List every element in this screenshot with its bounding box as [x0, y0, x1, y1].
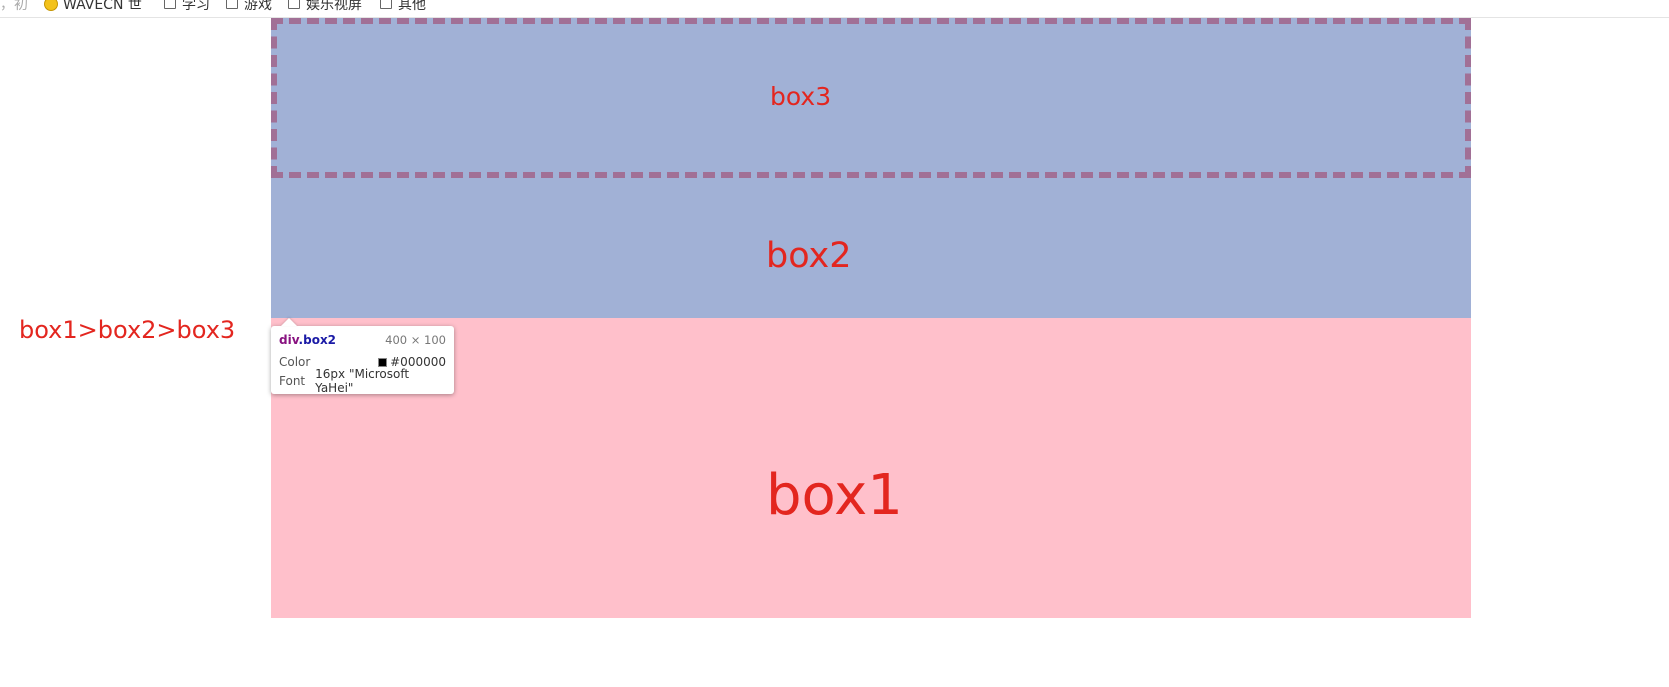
selector-class: .box2	[298, 333, 337, 347]
bookmark-folder-other[interactable]: 其他	[380, 0, 426, 14]
font-key: Font	[279, 374, 306, 388]
box1-label: box1	[766, 463, 903, 528]
selector-tag: div	[279, 333, 299, 347]
bookmark-folder-games[interactable]: 游戏	[226, 0, 272, 14]
bookmark-wavecn[interactable]: WAVECN 世	[44, 0, 142, 14]
bookmark-label: WAVECN 世	[63, 0, 142, 13]
bookmark-label: 其他	[398, 0, 426, 13]
stacking-order-note: box1>box2>box3	[19, 316, 236, 344]
folder-icon	[226, 0, 238, 9]
bookmark-label: 娱乐视屏	[306, 0, 362, 13]
tooltip-font-row: Font 16px "Microsoft YaHei"	[279, 367, 446, 395]
bookmark-label: 游戏	[244, 0, 272, 13]
bookmarks-bar: ，初 WAVECN 世 学习 游戏 娱乐视屏 其他	[0, 0, 1669, 18]
box2-label: box2	[766, 236, 852, 276]
inspect-tooltip: div.box2 400 × 100 Color #000000 Font 16…	[271, 318, 454, 395]
folder-icon	[164, 0, 176, 9]
color-value-text: #000000	[390, 355, 446, 369]
tooltip-header: div.box2 400 × 100	[279, 332, 446, 348]
folder-icon	[380, 0, 392, 9]
box3	[271, 18, 1471, 178]
color-value: #000000	[378, 355, 446, 369]
bookmark-partial-label: ，初	[0, 0, 28, 13]
tooltip-selector: div.box2	[279, 333, 336, 347]
color-swatch-icon	[378, 357, 388, 367]
wavecn-favicon-icon	[44, 0, 58, 11]
color-key: Color	[279, 355, 311, 369]
font-value: 16px "Microsoft YaHei"	[315, 367, 410, 395]
tooltip-color-row: Color #000000	[279, 354, 446, 370]
bookmark-folder-entertainment[interactable]: 娱乐视屏	[288, 0, 362, 14]
tooltip-arrow	[281, 318, 297, 326]
bookmark-folder-study[interactable]: 学习	[164, 0, 210, 14]
tooltip-dimensions: 400 × 100	[385, 333, 446, 347]
bookmark-label: 学习	[182, 0, 210, 13]
folder-icon	[288, 0, 300, 9]
bookmark-partial[interactable]: ，初	[0, 0, 28, 14]
box3-label: box3	[770, 82, 832, 111]
